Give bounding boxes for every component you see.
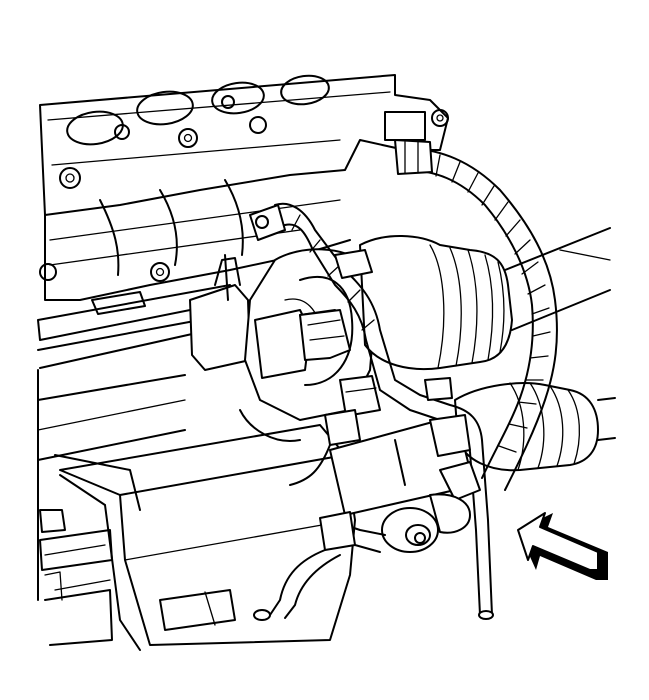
cylinder-head [39,74,449,216]
axle-boot [359,227,616,472]
wiring-harness-main [394,139,558,491]
starter-shield [54,254,356,651]
lower-left-details [39,509,236,631]
exhaust-manifold [37,179,351,341]
arrow-pointer-icon [517,512,608,580]
tube-assembly [253,414,481,621]
sensor-connectors [289,309,381,486]
